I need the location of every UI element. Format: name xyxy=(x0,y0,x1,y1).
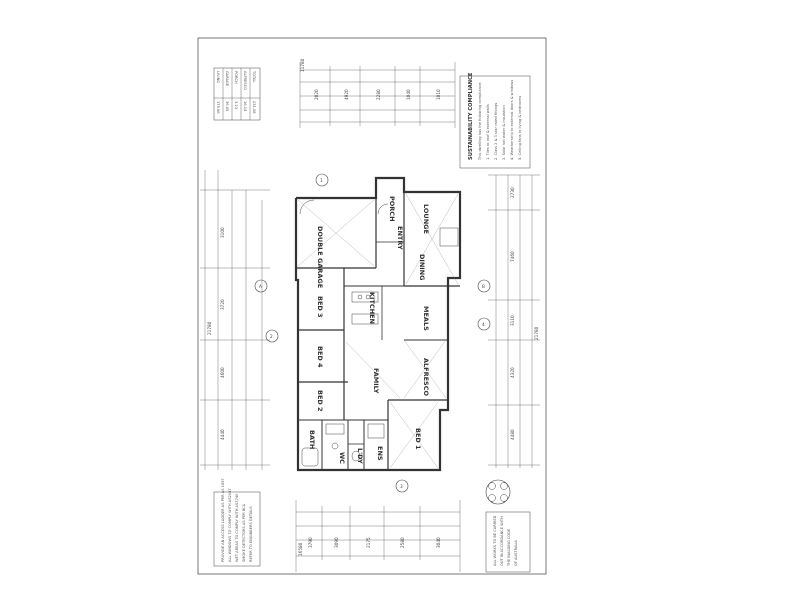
dim-right-5: 2730 xyxy=(510,187,515,198)
room-label-bed2: BED 2 xyxy=(316,390,324,412)
note-line: REFER TO ENGINEERS DETAILS xyxy=(249,506,253,562)
svg-text:4: 4 xyxy=(482,322,485,327)
room-label-bath: BATH xyxy=(308,430,316,449)
area-row-label: LIVING xyxy=(216,71,220,83)
svg-text:1: 1 xyxy=(320,178,323,183)
grid-marker: 1 xyxy=(315,173,329,187)
area-row-value: 16.14 xyxy=(243,101,247,112)
room-label-double-garage: DOUBLE GARAGE xyxy=(316,226,324,288)
room-label-bed1: BED 1 xyxy=(414,428,422,450)
top-dimensions xyxy=(299,62,456,128)
room-label-alfresco: ALFRESCO xyxy=(422,358,430,397)
note-line: ALL WINDOWS TO COMPLY WITH AS2047 xyxy=(228,488,232,562)
sustainability-line: 3. Solar hot water & insulation xyxy=(502,105,506,160)
svg-text:B: B xyxy=(482,284,485,289)
room-label-ldy: L'DY xyxy=(356,448,364,464)
note-line: OUT IN ACCORDANCE WITH xyxy=(500,516,504,566)
fixtures xyxy=(299,199,459,467)
notes-bottom-left: PROVIDE AN ACCESS LADDER AS PER AS 1657 … xyxy=(213,478,261,567)
sustainability-title: SUSTAINABILITY COMPLIANCE xyxy=(468,72,474,160)
room-label-meals: MEALS xyxy=(422,306,430,331)
dim-right-3: 3110 xyxy=(510,315,515,326)
sustainability-line: This dwelling has the following complian… xyxy=(478,82,482,161)
bottom-dimensions xyxy=(295,500,461,572)
room-label-ens: ENS xyxy=(376,446,384,461)
left-dimensions xyxy=(200,170,270,470)
dim-left-overall: 21780 xyxy=(207,321,212,335)
area-row-label: ALFRESCO xyxy=(243,71,247,90)
room-diagonals xyxy=(297,193,459,469)
area-row-value: 231.08 xyxy=(252,101,256,114)
dim-top-4: 1040 xyxy=(406,89,411,100)
dim-top-3: 2280 xyxy=(376,89,381,100)
room-label-kitchen: KITCHEN xyxy=(368,292,376,324)
area-row-label: GARAGE xyxy=(225,71,229,87)
sustainability-line: 5. Ceiling fans to living & bedrooms xyxy=(518,96,522,160)
right-dimensions xyxy=(488,174,540,468)
room-label-bed4: BED 4 xyxy=(316,346,324,368)
room-label-dining: DINING xyxy=(418,254,426,280)
dim-bottom-overall: 16580 xyxy=(298,542,303,556)
dim-left-2: 3720 xyxy=(220,299,225,310)
sustainability-line: 4. Weatherstrip to external doors & wind… xyxy=(510,80,514,160)
grid-marker: A xyxy=(254,279,268,293)
area-row-label: PORCH xyxy=(234,71,238,84)
dim-left-1: 3100 xyxy=(220,227,225,238)
area-row-value: 175.66 xyxy=(216,101,220,114)
dim-top-5: 1010 xyxy=(436,89,441,100)
floor-plan-walls xyxy=(294,176,462,472)
note-line: OF AUSTRALIA xyxy=(514,540,518,566)
dim-right-overall: 21780 xyxy=(534,326,539,340)
svg-text:3: 3 xyxy=(400,484,403,489)
sustainability-box: SUSTAINABILITY COMPLIANCE This dwelling … xyxy=(459,72,531,169)
sustainability-line: 2. Class 2 & 3 star rated fittings xyxy=(494,103,498,160)
room-label-entry: ENTRY xyxy=(396,226,404,250)
dim-right-2: 4320 xyxy=(510,367,515,378)
room-label-family: FAMILY xyxy=(372,368,380,394)
dim-left-3: 4600 xyxy=(220,367,225,378)
grid-marker: 2 xyxy=(265,329,279,343)
svg-text:A: A xyxy=(259,284,262,289)
note-line: PROVIDE AN ACCESS LADDER AS PER AS 1657 xyxy=(221,478,225,562)
dim-bottom-3: 2175 xyxy=(366,537,371,548)
dim-bottom-4: 2580 xyxy=(400,537,405,548)
north-point xyxy=(485,479,511,505)
sheet-border xyxy=(197,37,547,575)
dim-bottom-5: 3040 xyxy=(436,537,441,548)
area-row-value: 36.05 xyxy=(225,101,229,111)
grid-marker: 3 xyxy=(395,479,409,493)
room-label-bed3: BED 3 xyxy=(316,296,324,318)
dim-top-2: 4920 xyxy=(344,89,349,100)
area-table: LIVING 175.66 GARAGE 36.05 PORCH 3.23 AL… xyxy=(213,67,261,121)
note-line: THE BUILDING CODE xyxy=(507,528,511,567)
area-row-value: 3.23 xyxy=(234,101,238,109)
dim-bottom-2: 3090 xyxy=(334,537,339,548)
dim-bottom-1: 3790 xyxy=(308,537,313,548)
dim-right-4: 7460 xyxy=(510,251,515,262)
room-label-porch: PORCH xyxy=(388,196,396,222)
room-label-wc: WC xyxy=(338,452,346,464)
notes-bottom-right: ALL WORKS TO BE CARRIED OUT IN ACCORDANC… xyxy=(485,511,531,573)
dim-right-1: 4480 xyxy=(510,429,515,440)
svg-text:2: 2 xyxy=(270,334,273,339)
grid-marker: B xyxy=(477,279,491,293)
dim-top-1: 2020 xyxy=(314,89,319,100)
dim-top-overall: 11780 xyxy=(300,58,305,72)
room-label-lounge: LOUNGE xyxy=(422,204,430,234)
dim-left-4: 4440 xyxy=(220,429,225,440)
note-line: WET AREAS TO COMPLY WITH AS3740 xyxy=(235,493,239,562)
note-line: SMOKE DETECTORS AS PER BCA xyxy=(242,503,246,562)
note-line: ALL WORKS TO BE CARRIED xyxy=(493,515,497,566)
area-row-label: TOTAL xyxy=(252,70,256,82)
sustainability-line: 1. Tiles to roof & external walls xyxy=(486,104,490,160)
grid-marker: 4 xyxy=(477,317,491,331)
